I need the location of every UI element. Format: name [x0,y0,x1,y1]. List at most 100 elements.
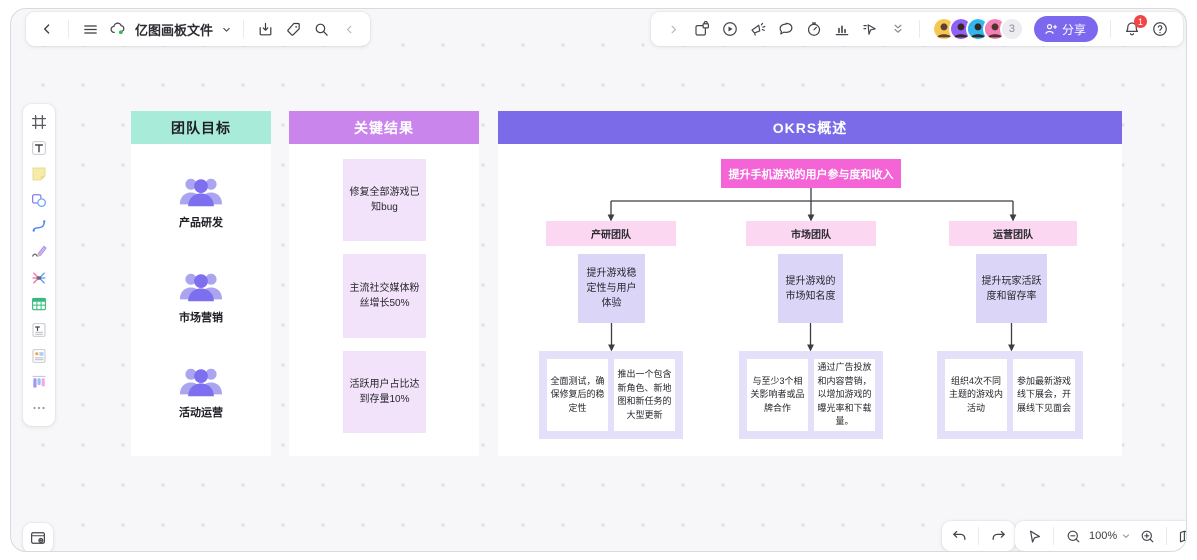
okrs-section[interactable]: OKRS概述 [498,111,1122,456]
divider [68,20,69,38]
okrs-team-node[interactable]: 市场团队 [746,221,876,246]
more-tools-icon[interactable] [27,398,51,418]
search-icon[interactable] [308,16,334,42]
minimap-icon[interactable] [1173,523,1186,549]
menu-icon[interactable] [77,16,103,42]
okrs-key-result-group[interactable]: 与至少3个相关影响者或品牌合作 通过广告投放和内容营销，以增加游戏的曝光率和下载… [739,351,883,439]
goal-item-label: 市场营销 [179,312,223,324]
key-result-box[interactable]: 主流社交媒体粉丝增长50% [343,254,426,338]
collaborator-count[interactable]: 3 [999,17,1024,41]
key-result-text: 主流社交媒体粉丝增长50% [349,282,420,310]
okrs-section-header[interactable]: OKRS概述 [498,111,1122,144]
timer-icon[interactable] [801,16,827,42]
okrs-objective-node[interactable]: 提升玩家活跃度和留存率 [976,254,1047,323]
okrs-key-result-card[interactable]: 组织4次不同主题的游戏内活动 [945,359,1007,431]
okrs-root-objective[interactable]: 提升手机游戏的用户参与度和收入 [721,159,901,188]
okrs-key-result-text: 组织4次不同主题的游戏内活动 [948,375,1003,413]
key-results-column-header[interactable]: 关键结果 [289,111,479,144]
pen-tool-icon[interactable] [27,242,51,262]
cloud-sync-icon [105,16,131,42]
doc-title[interactable]: 亿图画板文件 [135,22,214,38]
goals-column-header[interactable]: 团队目标 [131,111,271,144]
objective-label: 提升游戏稳定性与用户体验 [586,268,637,309]
pointer-icon[interactable] [1021,523,1047,549]
comment-icon[interactable] [773,16,799,42]
okrs-key-result-card[interactable]: 全面测试，确保修复后的稳定性 [547,359,608,431]
play-icon[interactable] [717,16,743,42]
zoom-in-icon[interactable] [1134,523,1160,549]
goals-header-label: 团队目标 [171,119,231,136]
team-people-icon [179,178,223,207]
okrs-key-result-text: 参加最新游戏线下展会，开展线下见面会 [1016,375,1071,413]
okrs-team-node[interactable]: 运营团队 [949,221,1077,246]
collapse-left-icon[interactable] [336,16,362,42]
laser-pointer-icon[interactable] [745,16,771,42]
goal-item-operations[interactable]: 活动运营 [131,364,271,420]
share-person-icon [1045,24,1058,34]
okrs-header-label: OKRS概述 [772,119,848,136]
okrs-objective-node[interactable]: 提升游戏的市场知名度 [778,254,843,323]
card-tool-icon[interactable] [27,346,51,366]
goal-item-product[interactable]: 产品研发 [131,174,271,230]
connector-tool-icon[interactable] [27,216,51,236]
okrs-key-result-text: 推出一个包含新角色、新地图和新任务的大型更新 [617,369,672,420]
team-node-label: 运营团队 [993,230,1033,241]
redo-icon[interactable] [985,523,1011,549]
team-people-icon [179,368,223,397]
chevron-down-icon[interactable] [217,16,235,42]
divider [1053,527,1054,545]
document-tool-icon[interactable] [27,320,51,340]
goals-column-body[interactable]: 产品研发 市场营销 活动运营 [131,144,271,456]
okrs-key-result-card[interactable]: 通过广告投放和内容营销，以增加游戏的曝光率和下载量。 [814,359,875,431]
app-window: 团队目标 产品研发 市场营销 活动运营 关键结果 [10,8,1187,552]
goal-item-label: 活动运营 [179,407,223,419]
bell-icon[interactable]: 1 [1119,15,1147,42]
key-result-box[interactable]: 修复全部游戏已知bug [343,159,426,241]
mindmap-tool-icon[interactable] [27,268,51,288]
okrs-key-result-group[interactable]: 组织4次不同主题的游戏内活动 参加最新游戏线下展会，开展线下见面会 [937,351,1083,439]
okrs-key-result-card[interactable]: 与至少3个相关影响者或品牌合作 [747,359,808,431]
expand-right-icon[interactable] [661,16,687,42]
key-result-text: 活跃用户占比达到存量10% [349,378,420,406]
help-icon[interactable] [1147,16,1173,42]
team-node-label: 产研团队 [591,230,631,241]
follow-cursor-icon[interactable] [857,16,883,42]
share-button[interactable]: 分享 [1033,16,1098,42]
divider [978,527,979,545]
divider [918,20,920,38]
whiteboard-canvas[interactable]: 团队目标 产品研发 市场营销 活动运营 关键结果 [11,9,1186,551]
okrs-key-result-card[interactable]: 推出一个包含新角色、新地图和新任务的大型更新 [614,359,675,431]
import-icon[interactable] [252,16,278,42]
table-tool-icon[interactable] [27,294,51,314]
back-icon[interactable] [34,16,60,42]
tag-icon[interactable] [280,16,306,42]
zoom-out-icon[interactable] [1060,523,1086,549]
chart-icon[interactable] [829,16,855,42]
undo-icon[interactable] [946,523,972,549]
text-tool-icon[interactable] [27,138,51,158]
share-label: 分享 [1061,22,1086,37]
okrs-objective-node[interactable]: 提升游戏稳定性与用户体验 [578,254,645,323]
shape-tool-icon[interactable] [27,190,51,210]
okrs-key-result-card[interactable]: 参加最新游戏线下展会，开展线下见面会 [1013,359,1075,431]
zoom-dropdown-icon[interactable] [1118,523,1134,549]
objective-label: 提升游戏的市场知名度 [785,275,836,302]
collaborator-avatars[interactable]: 3 [931,17,1024,41]
kanban-tool-icon[interactable] [27,372,51,392]
okrs-key-result-group[interactable]: 全面测试，确保修复后的稳定性 推出一个包含新角色、新地图和新任务的大型更新 [539,351,683,439]
okrs-section-body[interactable]: 提升手机游戏的用户参与度和收入 产研团队 市场团队 运营团队 提升游戏稳定性与用… [498,144,1122,456]
key-result-box[interactable]: 活跃用户占比达到存量10% [343,351,426,433]
lock-board-icon[interactable] [689,16,715,42]
frame-tool-icon[interactable] [27,112,51,132]
double-chevron-down-icon[interactable] [885,16,911,42]
goal-item-marketing[interactable]: 市场营销 [131,269,271,325]
goals-column[interactable]: 团队目标 产品研发 市场营销 活动运营 [131,111,271,456]
sticky-note-tool-icon[interactable] [27,164,51,184]
key-results-column-body[interactable]: 修复全部游戏已知bug 主流社交媒体粉丝增长50% 活跃用户占比达到存量10% [289,144,479,456]
okrs-team-node[interactable]: 产研团队 [546,221,676,246]
key-results-column[interactable]: 关键结果 修复全部游戏已知bug 主流社交媒体粉丝增长50% 活跃用户占比达到存… [289,111,479,456]
okrs-key-result-text: 与至少3个相关影响者或品牌合作 [750,375,805,413]
zoom-level[interactable]: 100% [1089,530,1118,542]
present-icon[interactable] [23,523,53,551]
history-toolbar [942,521,1015,551]
